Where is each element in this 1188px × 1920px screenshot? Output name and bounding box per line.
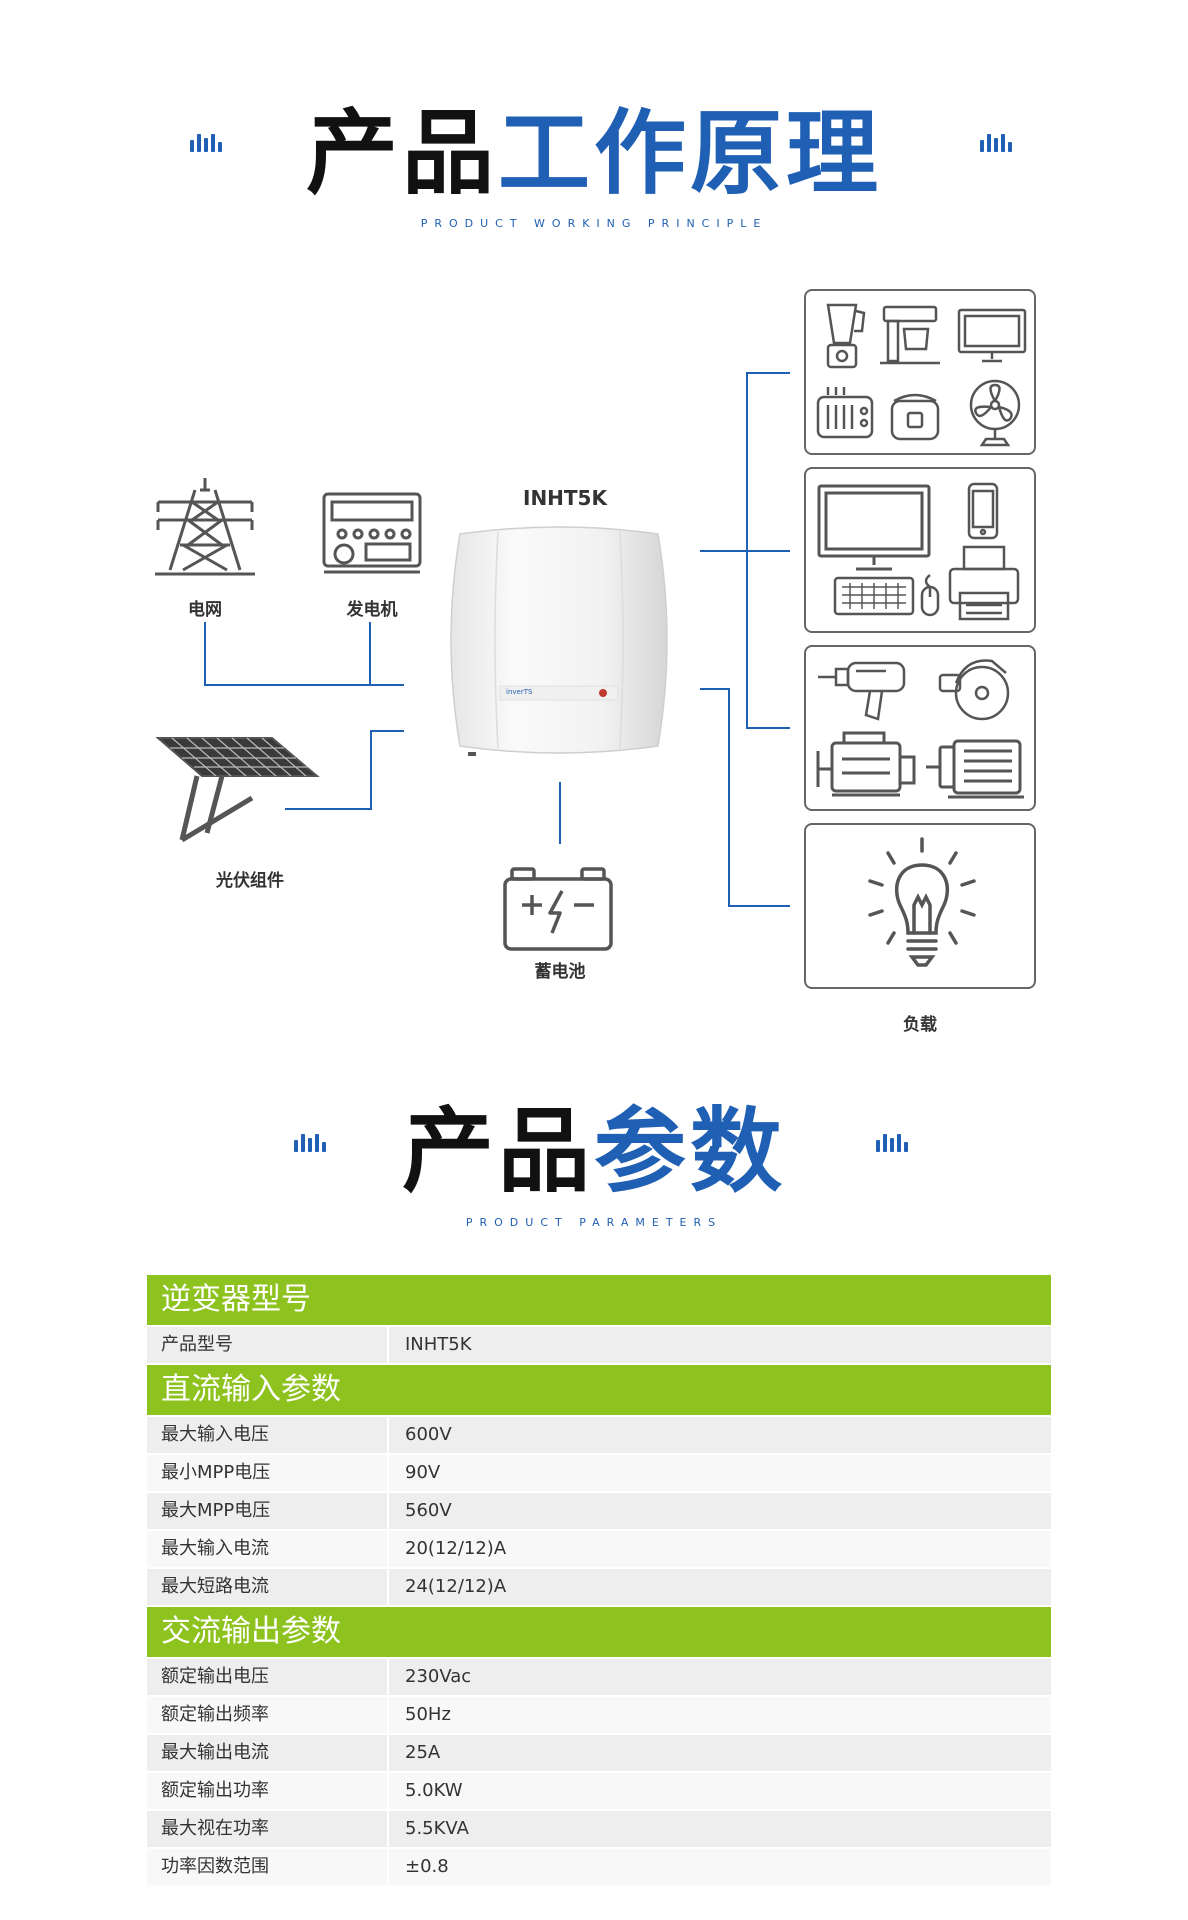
generator-icon [322,492,422,574]
row-value: 25A [387,1735,1051,1771]
table-row: 产品型号 INHT5K [147,1327,1051,1363]
row-label: 最大短路电流 [147,1569,387,1605]
motor-icon [926,739,1024,799]
printer-icon [948,545,1020,621]
engine-icon [816,731,916,797]
row-value: 560V [387,1493,1051,1529]
table-row: 最大输入电流 20(12/12)A [147,1531,1051,1567]
table-row: 额定输出功率 5.0KW [147,1773,1051,1809]
decor-bars-right-2 [876,1130,910,1154]
connector-right-vertical-lower [728,688,730,906]
connector-to-appliances [746,372,790,374]
table-row: 最大MPP电压 560V [147,1493,1051,1529]
solar-panel-icon [155,737,320,843]
connector-pv-bottom [285,808,372,810]
row-value: INHT5K [387,1327,1051,1363]
row-value: 20(12/12)A [387,1531,1051,1567]
connector-to-electronics [746,550,790,552]
power-tower-icon [155,478,255,576]
battery-label: 蓄电池 [534,962,586,982]
row-value: ±0.8 [387,1849,1051,1885]
drill-icon [818,661,906,721]
title2-blue-part: 参数 [594,1098,787,1205]
light-bulb-icon [868,837,976,967]
coffee-machine-icon [880,305,940,365]
title2-black-part: 产品 [401,1098,594,1205]
pv-module-label: 光伏组件 [216,871,284,891]
row-label: 额定输出功率 [147,1773,387,1809]
row-label: 最大输出电流 [147,1735,387,1771]
phone-icon [967,482,999,540]
rice-cooker-icon [890,393,940,441]
connector-to-lighting [728,905,790,907]
page-title-product-parameters: 产品参数 [0,1106,1188,1198]
row-value: 24(12/12)A [387,1569,1051,1605]
connector-sources-horizontal [204,684,404,686]
page-title-working-principle: 产品工作原理 [0,108,1188,200]
table-row: 额定输出电压 230Vac [147,1659,1051,1695]
table-row: 最大输入电压 600V [147,1417,1051,1453]
blender-icon [826,303,866,369]
table-row: 最小MPP电压 90V [147,1455,1051,1491]
table-row: 最大视在功率 5.5KVA [147,1811,1051,1847]
row-label: 额定输出电压 [147,1659,387,1695]
row-value: 230Vac [387,1659,1051,1695]
row-value: 50Hz [387,1697,1051,1733]
connector-right-lower-stub [700,688,730,690]
title-black-part: 产品 [305,100,498,207]
mouse-icon [920,574,940,617]
fan-icon [969,379,1021,447]
connector-to-tools [746,727,790,729]
row-label: 最大MPP电压 [147,1493,387,1529]
row-label: 最小MPP电压 [147,1455,387,1491]
table-row: 功率因数范围 ±0.8 [147,1849,1051,1885]
title-blue-part: 工作原理 [498,100,883,207]
connector-grid-down [204,622,206,685]
row-label: 最大视在功率 [147,1811,387,1847]
connector-pv-top [370,730,404,732]
battery-icon [503,867,613,951]
row-label: 功率因数范围 [147,1849,387,1885]
connector-generator-down [369,622,371,685]
row-label: 额定输出频率 [147,1697,387,1733]
row-value: 90V [387,1455,1051,1491]
section-header-ac-output: 交流输出参数 [147,1607,1051,1657]
inverter-brand-text: inverTS [506,688,533,696]
load-box-office-electronics [804,467,1036,633]
keyboard-icon [833,576,915,616]
decor-bars-right-1 [980,130,1014,154]
circular-saw-icon [938,659,1010,721]
decor-bars-left-2 [294,1130,328,1154]
decor-bars-left-1 [190,130,224,154]
load-box-home-appliances [804,289,1036,455]
row-label: 最大输入电流 [147,1531,387,1567]
row-label: 最大输入电压 [147,1417,387,1453]
section-header-dc-input: 直流输入参数 [147,1365,1051,1415]
toaster-icon [816,387,874,439]
generator-label: 发电机 [346,600,398,620]
connector-battery [559,782,561,844]
load-label: 负载 [903,1015,937,1035]
subtitle-working-principle: PRODUCT WORKING PRINCIPLE [420,217,768,230]
tv-icon [957,308,1027,363]
load-box-lighting [804,823,1036,989]
inverter-model-label: INHT5K [523,486,607,510]
subtitle-product-parameters: PRODUCT PARAMETERS [465,1216,723,1229]
row-value: 600V [387,1417,1051,1453]
connector-pv-vertical [370,730,372,810]
spec-table: 逆变器型号 产品型号 INHT5K 直流输入参数 最大输入电压 600V 最小M… [147,1275,1051,1887]
table-row: 额定输出频率 50Hz [147,1697,1051,1733]
grid-label: 电网 [188,600,222,620]
row-value: 5.0KW [387,1773,1051,1809]
connector-right-upper-stub [700,550,790,552]
inverter-device-image [450,526,668,756]
table-row: 最大输出电流 25A [147,1735,1051,1771]
load-box-power-tools [804,645,1036,811]
row-label: 产品型号 [147,1327,387,1363]
table-row: 最大短路电流 24(12/12)A [147,1569,1051,1605]
section-header-model: 逆变器型号 [147,1275,1051,1325]
computer-icon [817,484,931,571]
row-value: 5.5KVA [387,1811,1051,1847]
